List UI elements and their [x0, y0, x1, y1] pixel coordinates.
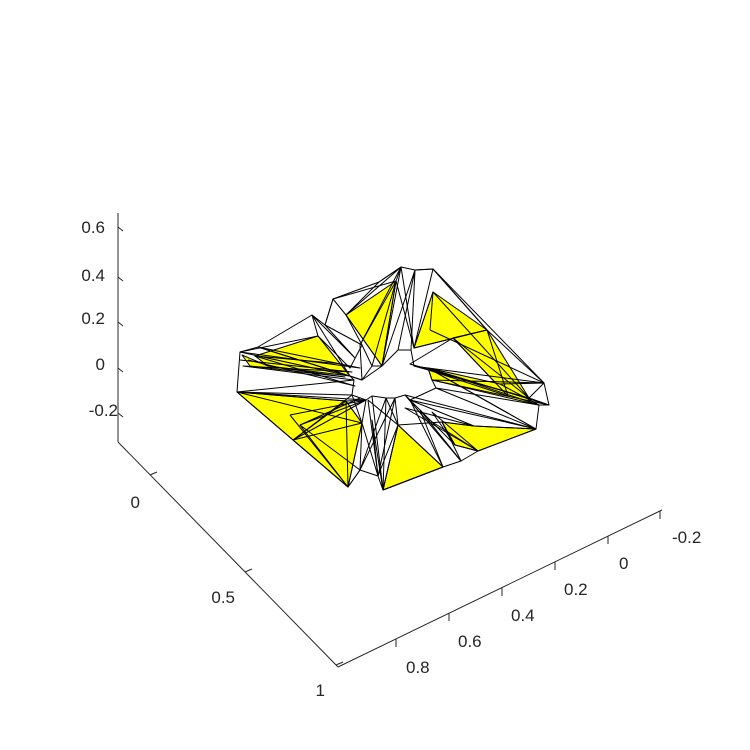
mesh-edge — [381, 266, 416, 367]
mesh-edge — [429, 268, 545, 384]
mesh-edge — [425, 411, 479, 452]
z-tick-label: 0.6 — [81, 218, 105, 237]
x-tick-label: -0.2 — [672, 528, 701, 547]
mesh-edge — [236, 266, 550, 491]
x-tick-label: 0 — [619, 554, 628, 573]
mesh-edge — [289, 397, 367, 426]
x-tick-label: 0.8 — [406, 658, 430, 677]
z-tick-mark — [117, 276, 124, 282]
mesh-edge — [324, 298, 382, 367]
y-axis-line — [117, 441, 339, 668]
mesh-edge — [427, 367, 537, 452]
y-axis: 0 0.5 1 — [117, 441, 344, 700]
mesh-edge — [432, 291, 530, 399]
y-tick-mark — [335, 661, 344, 666]
z-tick-label: -0.2 — [89, 401, 118, 420]
z-axis: 0.6 0.4 0.2 0 -0.2 — [81, 213, 124, 442]
y-tick-mark — [149, 471, 158, 476]
y-tick-label: 0 — [131, 493, 140, 512]
x-tick-label: 0.4 — [511, 606, 535, 625]
z-tick-label: 0.4 — [81, 266, 105, 285]
mesh-edge — [345, 394, 367, 424]
mesh-edge — [347, 422, 363, 488]
z-tick-label: 0 — [96, 355, 105, 374]
z-tick-mark — [117, 367, 124, 373]
mesh-edge — [236, 391, 363, 424]
mesh-edge — [409, 363, 530, 399]
mesh-edge — [289, 414, 361, 488]
y-tick-label: 0.5 — [211, 588, 235, 607]
z-tick-mark — [117, 412, 124, 418]
z-tick-label: 0.2 — [81, 309, 105, 328]
mesh-edges — [236, 266, 550, 491]
x-tick-label: 0.2 — [564, 580, 588, 599]
x-tick-label: 0.6 — [458, 632, 482, 651]
mesh-edge — [236, 391, 367, 441]
y-tick-label: 1 — [316, 681, 325, 700]
mesh-edge — [236, 359, 355, 393]
y-tick-mark — [244, 568, 253, 573]
mesh-edge — [349, 349, 437, 401]
mesh-edge — [239, 335, 351, 377]
mesh-edge — [311, 314, 363, 369]
mesh-edge — [361, 399, 399, 491]
z-tick-mark — [117, 226, 124, 232]
mesh-edge — [499, 382, 550, 406]
z-tick-mark — [117, 321, 124, 327]
mesh-edge — [409, 399, 462, 468]
x-axis: -0.2 0 0.2 0.4 0.6 0.8 — [337, 509, 701, 677]
mesh-edge — [247, 355, 356, 387]
